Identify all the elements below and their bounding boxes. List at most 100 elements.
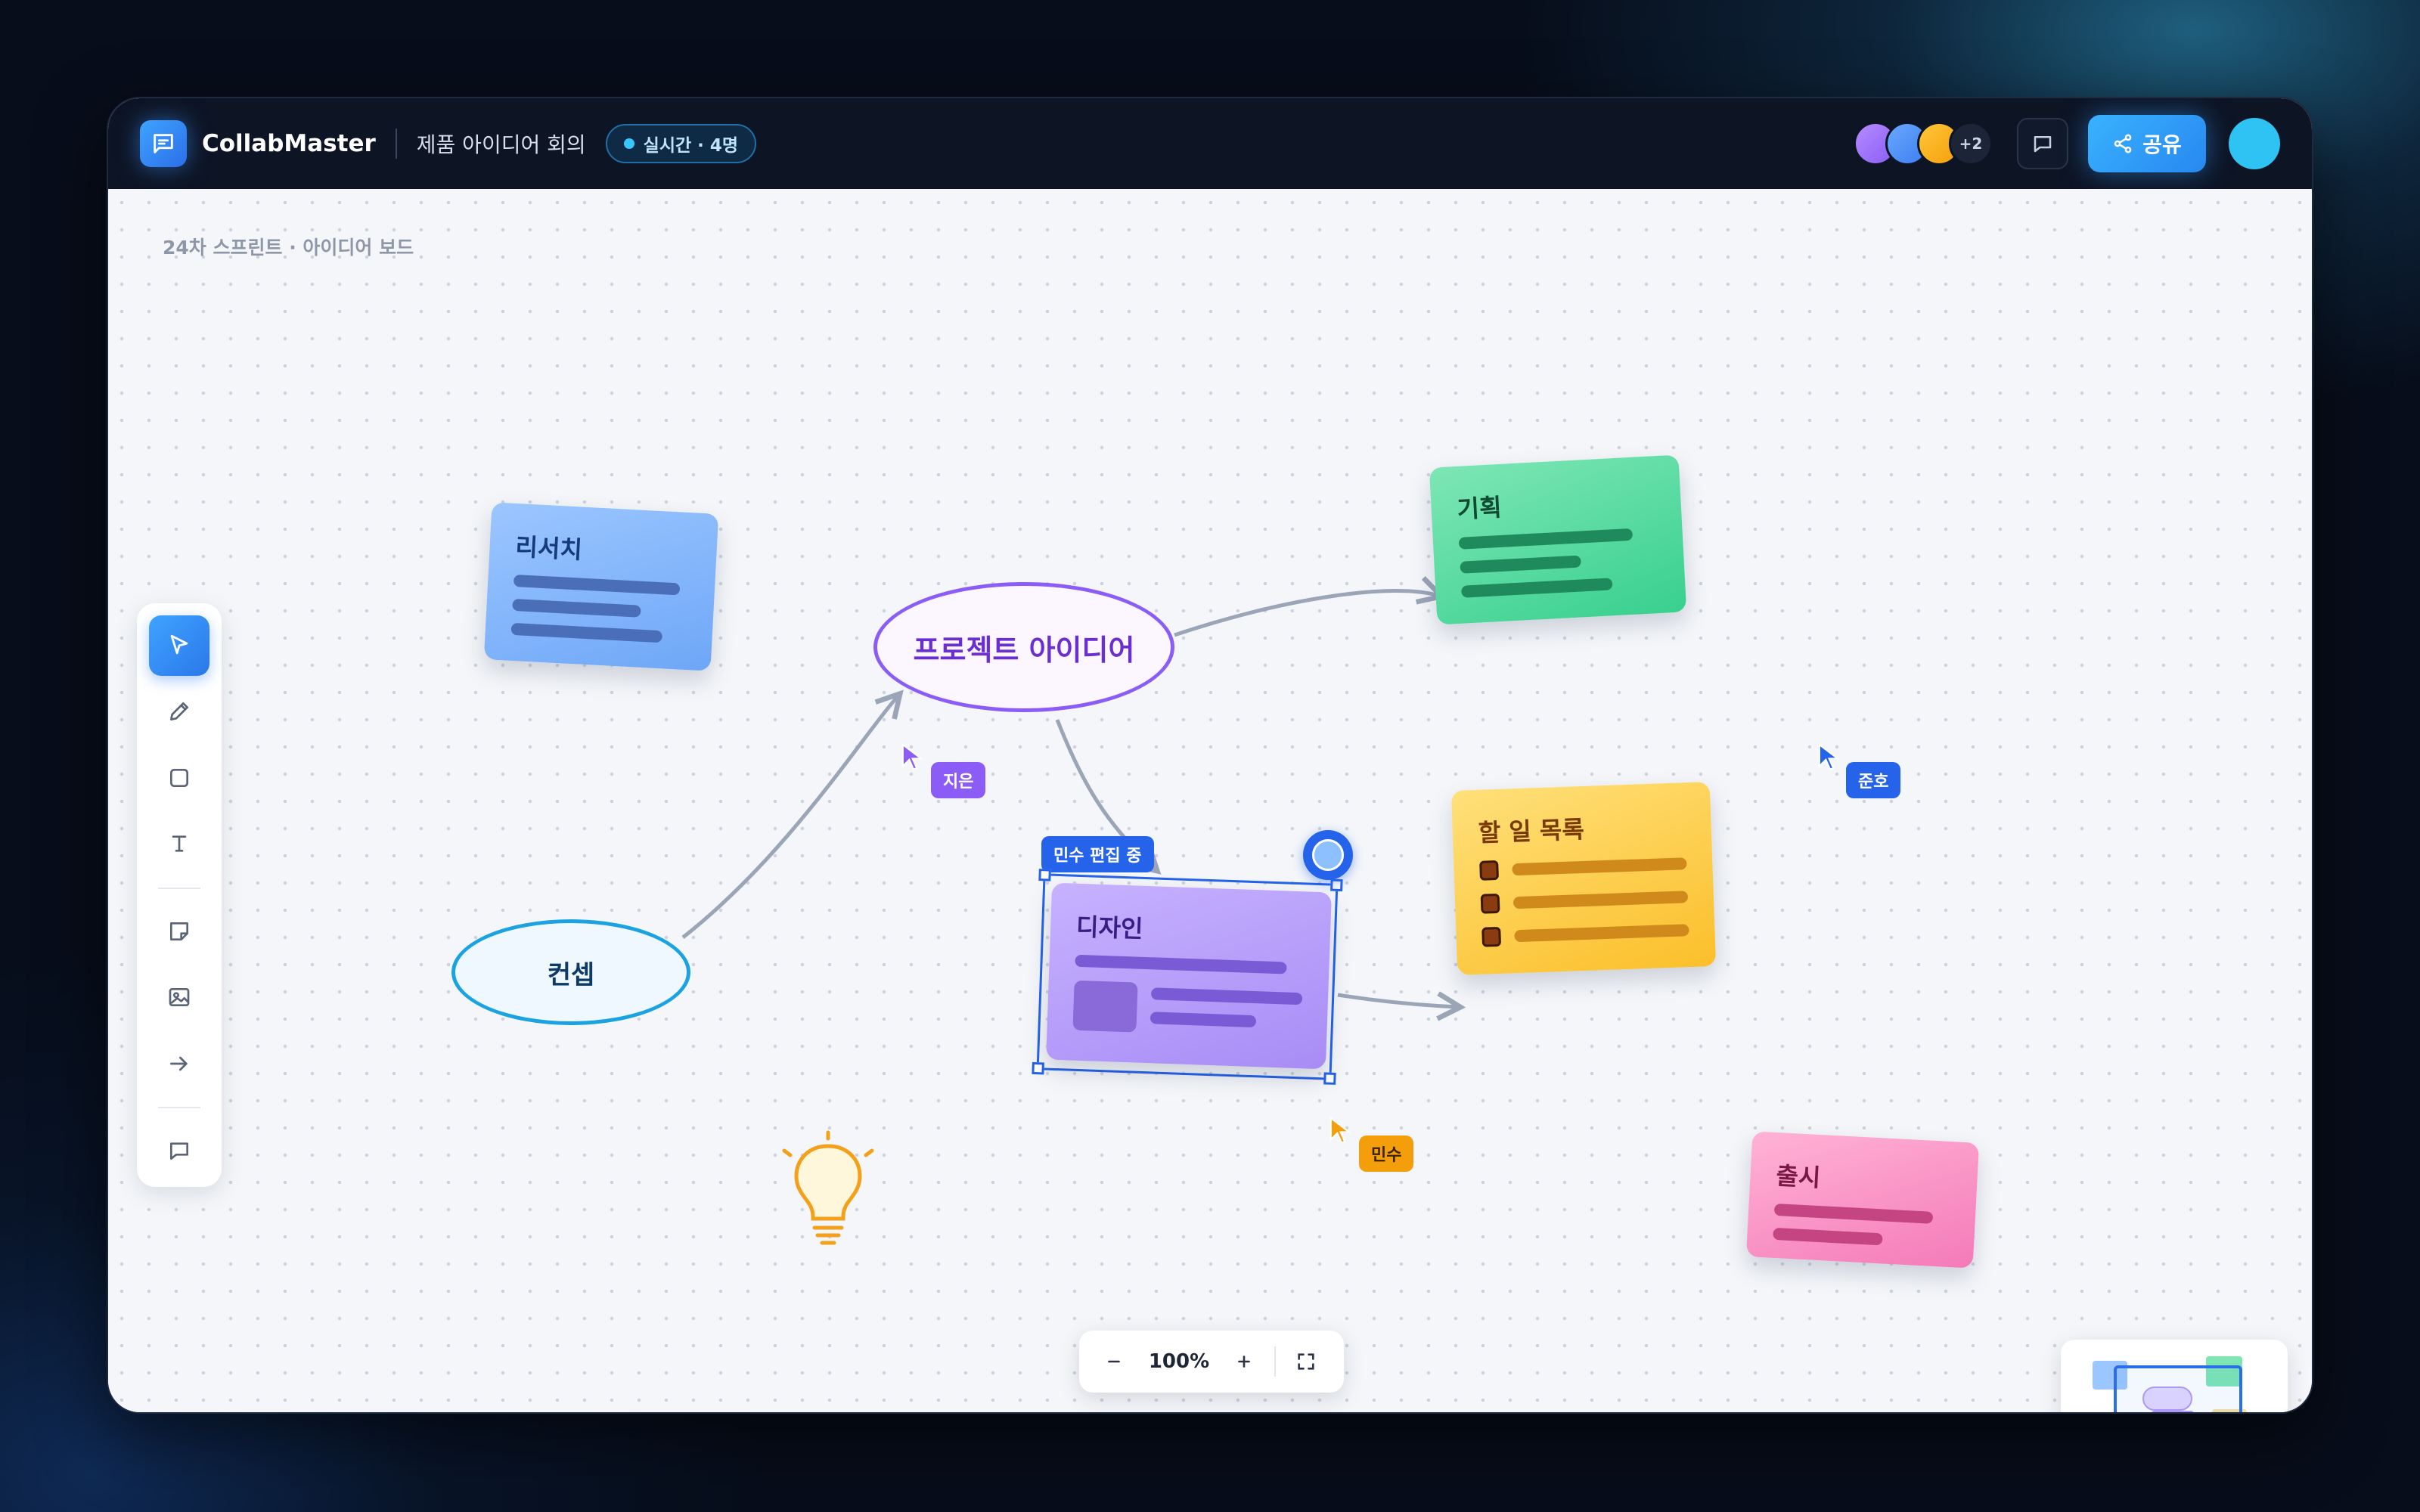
collaborator-marker (1303, 830, 1353, 880)
share-button[interactable]: 공유 (2088, 115, 2206, 172)
sticky-research[interactable]: 리서치 (483, 502, 719, 671)
whiteboard-canvas[interactable]: 24차 스프린트 · 아이디어 보드 리서치 기획 (108, 189, 2313, 1414)
arrow-icon (170, 1056, 188, 1071)
sticky-note-icon (170, 922, 188, 940)
sticky-planning[interactable]: 기획 (1429, 454, 1687, 625)
chat-icon (2034, 136, 2052, 153)
tool-divider (158, 1107, 200, 1109)
minimap-todo (2212, 1409, 2247, 1412)
zoom-level: 100% (1148, 1350, 1210, 1373)
sticky-todo[interactable]: 할 일 목록 (1450, 782, 1717, 975)
cursor-icon (901, 742, 924, 770)
resize-handle[interactable] (1038, 869, 1051, 881)
comment-icon (170, 1142, 188, 1160)
cursor-label-minsu: 민수 (1359, 1136, 1414, 1172)
cursor-icon (1818, 742, 1841, 770)
resize-handle[interactable] (1032, 1061, 1044, 1075)
checkbox-icon[interactable] (1481, 926, 1502, 947)
sticky-title: 디자인 (1075, 912, 1144, 943)
breadcrumb: 24차 스프린트 · 아이디어 보드 (163, 237, 414, 259)
header-divider (395, 129, 397, 159)
text-line (1075, 954, 1287, 974)
image-placeholder (1072, 980, 1138, 1033)
zoom-out-button[interactable] (1094, 1342, 1134, 1381)
text-icon (172, 835, 187, 852)
tool-rectangle[interactable] (149, 748, 209, 808)
tool-text[interactable] (149, 814, 209, 875)
tool-sticky-note[interactable] (149, 901, 209, 962)
sticky-title: 기획 (1456, 492, 1503, 524)
node-concept[interactable]: 컨셉 (451, 919, 690, 1025)
header-actions: +2 공유 (1854, 115, 2280, 172)
minimap[interactable] (2061, 1340, 2288, 1412)
share-icon (2114, 134, 2132, 153)
live-status-label: 실시간 · 4명 (643, 136, 739, 156)
tool-comment[interactable] (149, 1120, 209, 1181)
image-icon (169, 988, 190, 1007)
chat-button[interactable] (2017, 118, 2068, 169)
connectors-layer (681, 189, 2313, 1414)
avatar-more-count[interactable]: +2 (1949, 122, 1993, 166)
connector-arrow[interactable] (681, 696, 898, 939)
connector-arrow[interactable] (1337, 995, 1458, 1007)
minus-icon (1108, 1360, 1120, 1363)
checkbox-icon[interactable] (1479, 860, 1500, 881)
tool-image[interactable] (149, 967, 209, 1027)
collaborator-avatars[interactable]: +2 (1854, 122, 1993, 166)
design-content (1072, 980, 1303, 1038)
live-dot-icon (623, 138, 634, 149)
text-line (1460, 555, 1581, 574)
sticky-title: 리서치 (514, 532, 583, 565)
live-status-badge: 실시간 · 4명 (605, 124, 757, 163)
sticky-launch[interactable]: 출시 (1745, 1131, 1980, 1269)
text-line (513, 574, 681, 596)
logo-icon (140, 120, 187, 167)
node-label: 프로젝트 아이디어 (913, 633, 1135, 667)
board-title[interactable]: 제품 아이디어 회의 (416, 132, 586, 157)
pencil-icon (170, 702, 188, 721)
share-label: 공유 (2142, 132, 2182, 157)
minimap-design (2152, 1411, 2194, 1412)
cursor-label-junho: 준호 (1846, 762, 1901, 798)
text-line (1150, 987, 1303, 1005)
pointer-icon (170, 634, 188, 655)
plus-icon (1238, 1356, 1250, 1368)
lightbulb-icon[interactable] (775, 1129, 881, 1250)
minimap-viewport[interactable] (2114, 1365, 2242, 1412)
sticky-title: 출시 (1775, 1160, 1822, 1193)
todo-item (1481, 920, 1689, 947)
text-line (512, 598, 641, 618)
tool-arrow[interactable] (149, 1033, 209, 1094)
todo-item (1479, 854, 1687, 881)
text-line (1150, 1012, 1257, 1028)
todo-item (1480, 887, 1689, 914)
checkbox-icon[interactable] (1480, 893, 1500, 914)
fullscreen-icon (1298, 1353, 1314, 1370)
zoom-controls: 100% (1079, 1331, 1344, 1393)
minimap-project-idea (2142, 1387, 2192, 1411)
zoom-in-button[interactable] (1224, 1342, 1264, 1381)
cursor-icon (1329, 1116, 1352, 1144)
fullscreen-button[interactable] (1286, 1342, 1326, 1381)
text-line (1773, 1227, 1883, 1246)
zoom-divider (1274, 1346, 1276, 1377)
current-user-avatar[interactable] (2229, 118, 2280, 169)
tool-select[interactable] (149, 615, 209, 676)
cursor-label-jieun: 지은 (931, 762, 986, 798)
editing-indicator: 민수 편집 중 (1041, 836, 1154, 872)
text-line (1458, 528, 1634, 550)
resize-handle[interactable] (1330, 878, 1343, 892)
minimap-planning (2206, 1356, 2242, 1387)
connector-arrow[interactable] (1174, 590, 1439, 637)
sticky-title: 할 일 목록 (1478, 814, 1585, 847)
sticky-design[interactable]: 디자인 (1046, 882, 1332, 1070)
node-label: 컨셉 (547, 959, 595, 990)
resize-handle[interactable] (1323, 1072, 1336, 1085)
tool-pen[interactable] (149, 682, 209, 742)
text-line (510, 622, 663, 643)
text-line (1461, 578, 1613, 598)
rectangle-icon (170, 768, 188, 787)
text-line (1773, 1203, 1934, 1224)
node-project-idea[interactable]: 프로젝트 아이디어 (873, 582, 1174, 712)
top-bar: CollabMaster 제품 아이디어 회의 실시간 · 4명 +2 공유 (108, 98, 2312, 189)
